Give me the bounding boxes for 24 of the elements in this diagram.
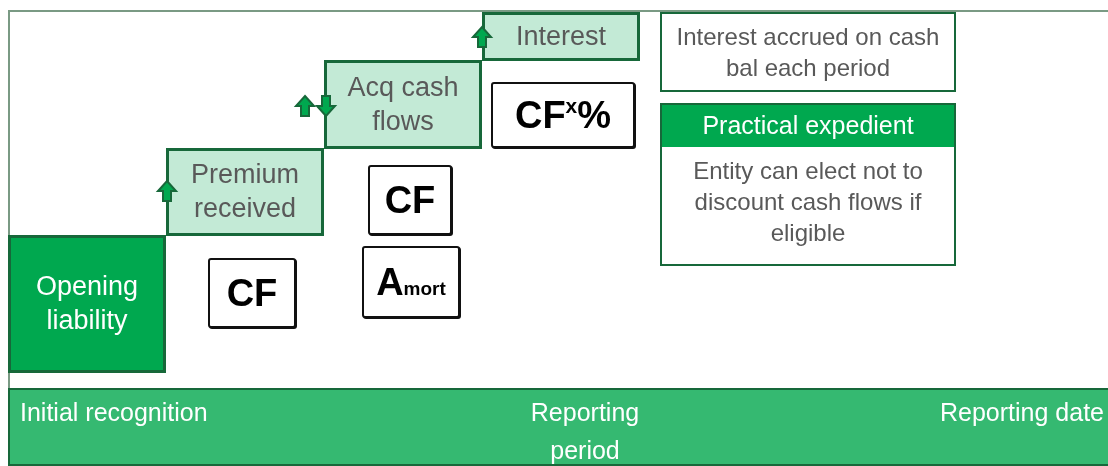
step-box: [166, 148, 324, 236]
note-box: [660, 12, 956, 92]
formula-label: CF: [384, 178, 436, 222]
box-label: Acq cash flows: [346, 70, 460, 138]
box-label: Opening liability: [34, 270, 140, 337]
formula-label: CF$^{x}$%: [514, 93, 612, 137]
timeline-label: Reporting period: [530, 398, 640, 464]
expedient-text: Entity can elect not to discount cash flows if eligible: [692, 156, 924, 249]
sketch-box: [368, 165, 452, 235]
expedient-heading: Practical expedient: [662, 105, 954, 147]
expedient-box: [660, 103, 956, 266]
sketch-box: [362, 246, 460, 318]
step-box: [324, 60, 482, 149]
sketch-box: [208, 258, 296, 328]
liability-box: [8, 235, 166, 373]
timeline-band: [8, 388, 1108, 466]
formula-label: CF: [226, 271, 278, 315]
timeline-label: Reporting date: [940, 398, 1104, 426]
sketch-box: [491, 82, 635, 148]
timeline-label: Initial recognition: [20, 398, 208, 426]
box-label: Premium received: [190, 158, 300, 225]
box-label: Interest accrued on cash bal each period: [675, 21, 941, 83]
step-box: [482, 12, 640, 61]
box-label: Interest: [515, 19, 606, 53]
